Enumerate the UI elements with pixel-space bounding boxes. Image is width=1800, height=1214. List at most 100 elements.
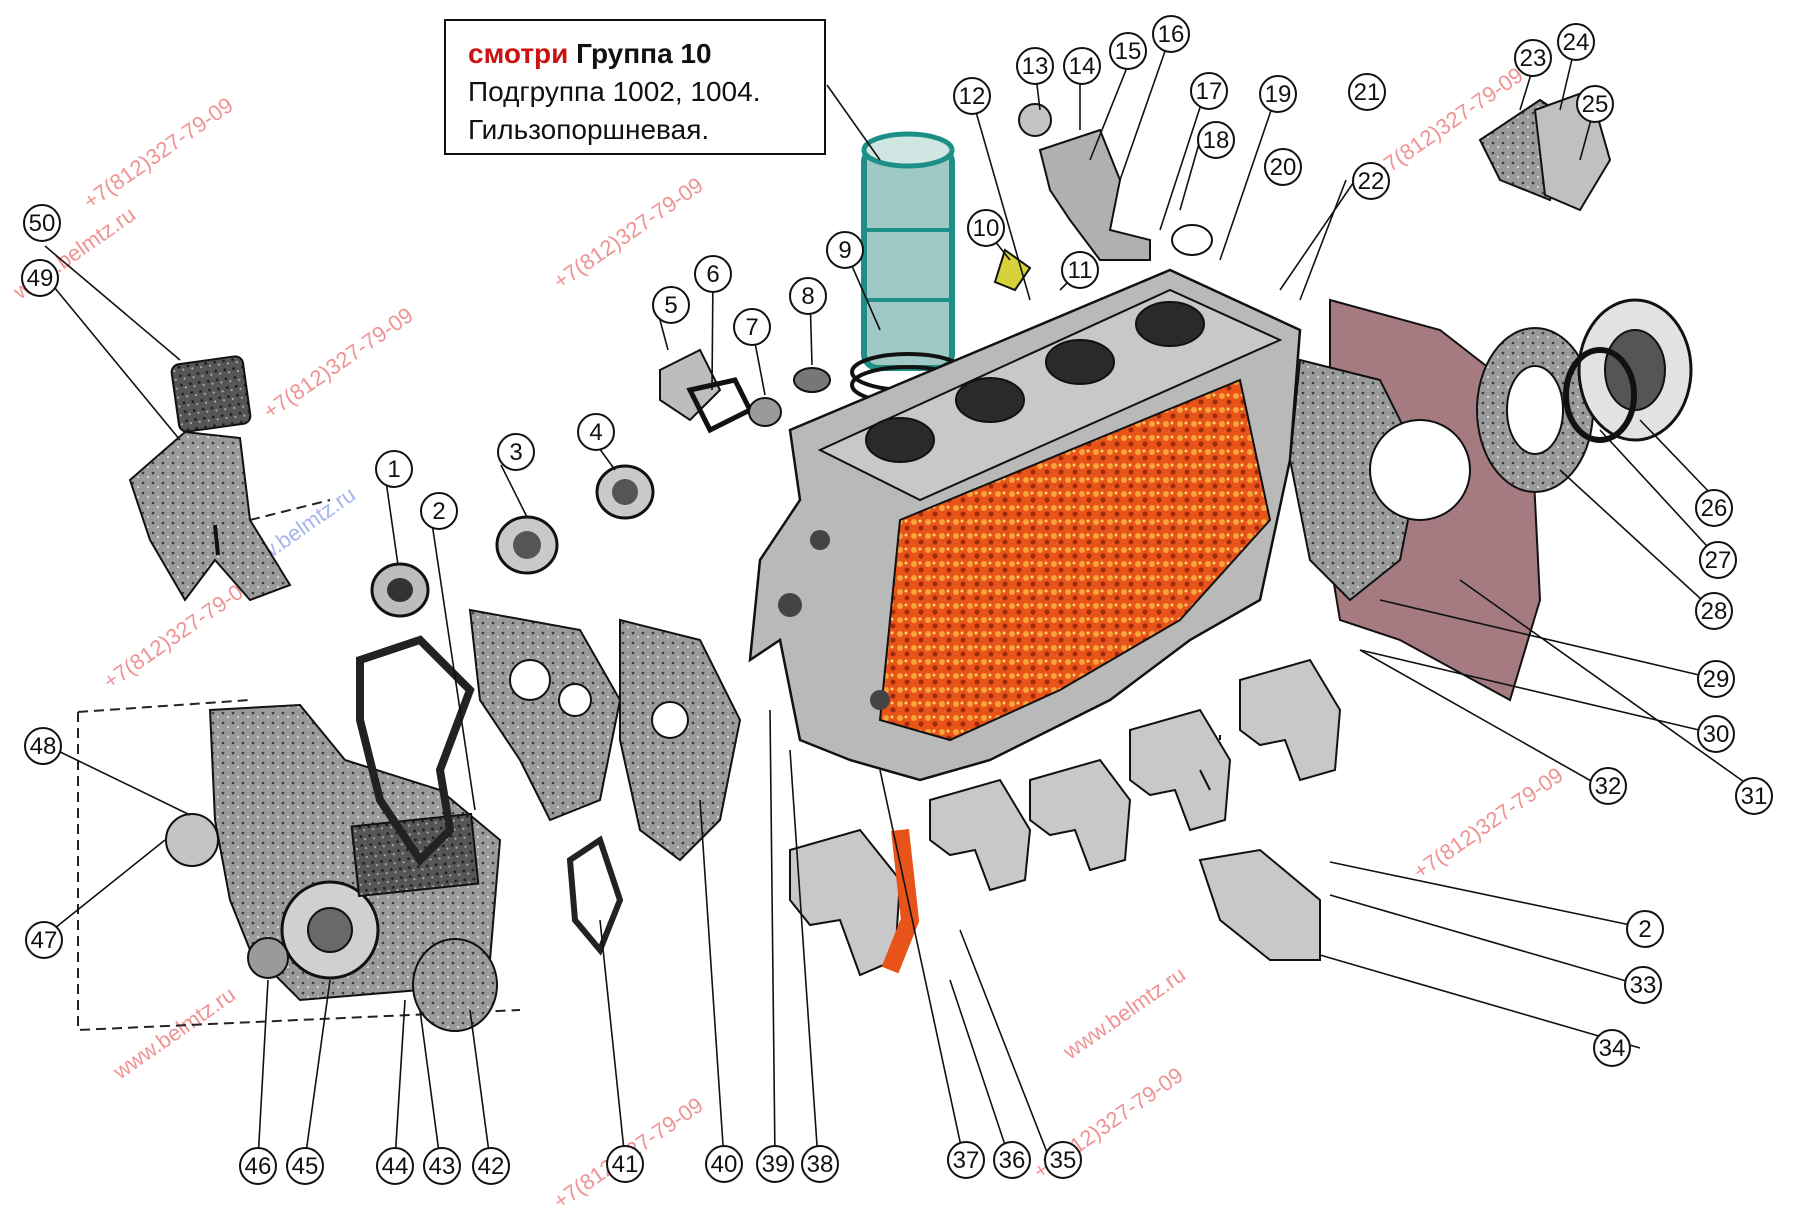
part-number-28[interactable]: 28	[1695, 592, 1733, 630]
svg-text:21: 21	[1354, 79, 1381, 106]
leader-lines	[39, 33, 1755, 1161]
svg-text:19: 19	[1265, 81, 1292, 108]
rear-plate	[1288, 298, 1693, 702]
front-gaskets	[356, 608, 742, 956]
svg-text:23: 23	[1520, 45, 1547, 72]
part-number-14[interactable]: 14	[1063, 47, 1101, 85]
watermark-phone: +7(812)327-79-09	[1409, 762, 1568, 884]
cylinder-liner	[850, 131, 966, 405]
part-number-38[interactable]: 38	[801, 1145, 839, 1183]
part-number-10[interactable]: 10	[967, 209, 1005, 247]
svg-text:2: 2	[1638, 916, 1651, 943]
svg-text:46: 46	[245, 1153, 272, 1180]
part-number-31[interactable]: 31	[1735, 777, 1773, 815]
svg-text:1: 1	[387, 456, 400, 483]
part-number-18[interactable]: 18	[1197, 121, 1235, 159]
part-number-20[interactable]: 20	[1264, 148, 1302, 186]
part-number-46[interactable]: 46	[239, 1147, 277, 1185]
svg-text:6: 6	[706, 261, 719, 288]
part-number-24[interactable]: 24	[1557, 23, 1595, 61]
part-number-48[interactable]: 48	[24, 727, 62, 765]
svg-text:24: 24	[1563, 29, 1590, 56]
part-number-1[interactable]: 1	[375, 450, 413, 488]
part-number-42[interactable]: 42	[472, 1147, 510, 1185]
part-number-26[interactable]: 26	[1695, 489, 1733, 527]
main-bearing-caps	[789, 658, 1342, 977]
part-number-25[interactable]: 25	[1576, 85, 1614, 123]
svg-text:8: 8	[801, 283, 814, 310]
part-number-12[interactable]: 12	[953, 77, 991, 115]
part-number-6[interactable]: 6	[694, 255, 732, 293]
part-number-49[interactable]: 49	[21, 259, 59, 297]
part-number-2[interactable]: 2	[420, 492, 458, 530]
svg-text:4: 4	[589, 419, 602, 446]
part-number-17[interactable]: 17	[1190, 72, 1228, 110]
svg-text:31: 31	[1741, 783, 1768, 810]
svg-text:43: 43	[429, 1153, 456, 1180]
part-number-23[interactable]: 23	[1514, 39, 1552, 77]
part-number-8[interactable]: 8	[789, 277, 827, 315]
svg-text:17: 17	[1196, 78, 1223, 105]
svg-text:37: 37	[953, 1147, 980, 1174]
svg-text:18: 18	[1203, 127, 1230, 154]
bushings	[370, 464, 655, 618]
part-number-9[interactable]: 9	[826, 231, 864, 269]
part-number-34[interactable]: 34	[1593, 1029, 1631, 1067]
part-number-19[interactable]: 19	[1259, 75, 1297, 113]
assembly-dashed-frame	[77, 499, 521, 1032]
svg-text:40: 40	[711, 1151, 738, 1178]
svg-text:30: 30	[1703, 721, 1730, 748]
part-number-11[interactable]: 11	[1061, 251, 1099, 289]
svg-text:35: 35	[1050, 1147, 1077, 1174]
part-number-3[interactable]: 3	[497, 433, 535, 471]
watermark-phone: +7(812)327-79-09	[259, 302, 418, 424]
part-number-33[interactable]: 33	[1624, 966, 1662, 1004]
svg-text:49: 49	[27, 265, 54, 292]
part-number-50[interactable]: 50	[23, 204, 61, 242]
svg-text:38: 38	[807, 1151, 834, 1178]
callout-group[interactable]: Группа 10	[576, 38, 712, 69]
svg-text:15: 15	[1115, 38, 1142, 65]
part-number-39[interactable]: 39	[756, 1145, 794, 1183]
svg-text:33: 33	[1630, 972, 1657, 999]
part-number-13[interactable]: 13	[1016, 47, 1054, 85]
part-number-27[interactable]: 27	[1699, 541, 1737, 579]
part-number-45[interactable]: 45	[286, 1147, 324, 1185]
svg-text:27: 27	[1705, 547, 1732, 574]
part-number-37[interactable]: 37	[947, 1141, 985, 1179]
part-number-41[interactable]: 41	[606, 1145, 644, 1183]
svg-text:29: 29	[1703, 666, 1730, 693]
part-number-36[interactable]: 36	[993, 1141, 1031, 1179]
svg-text:2: 2	[432, 498, 445, 525]
part-number-21[interactable]: 21	[1348, 73, 1386, 111]
callout-line-3: Гильзопоршневая.	[468, 114, 710, 145]
svg-text:41: 41	[612, 1151, 639, 1178]
part-number-7[interactable]: 7	[733, 308, 771, 346]
part-number-4[interactable]: 4	[577, 413, 615, 451]
svg-text:47: 47	[31, 927, 58, 954]
part-number-47[interactable]: 47	[25, 921, 63, 959]
part-number-44[interactable]: 44	[376, 1147, 414, 1185]
part-number-22[interactable]: 22	[1352, 162, 1390, 200]
svg-text:45: 45	[292, 1153, 319, 1180]
part-number-29[interactable]: 29	[1697, 660, 1735, 698]
part-number-32[interactable]: 32	[1589, 767, 1627, 805]
svg-text:12: 12	[959, 83, 986, 110]
svg-text:13: 13	[1022, 53, 1049, 80]
group-reference-callout: смотри Группа 10 Подгруппа 1002, 1004. Г…	[444, 19, 826, 155]
part-number-30[interactable]: 30	[1697, 715, 1735, 753]
svg-text:5: 5	[664, 292, 677, 319]
part-number-43[interactable]: 43	[423, 1147, 461, 1185]
part-number-35[interactable]: 35	[1044, 1141, 1082, 1179]
svg-text:10: 10	[973, 215, 1000, 242]
part-number-5[interactable]: 5	[652, 286, 690, 324]
part-number-2-secondary[interactable]: 2	[1626, 910, 1664, 948]
part-number-40[interactable]: 40	[705, 1145, 743, 1183]
part-number-16[interactable]: 16	[1152, 15, 1190, 53]
part-number-15[interactable]: 15	[1109, 32, 1147, 70]
svg-text:16: 16	[1158, 21, 1185, 48]
watermark-site: www.belmtz.ru	[108, 982, 240, 1085]
svg-text:20: 20	[1270, 154, 1297, 181]
svg-text:39: 39	[762, 1151, 789, 1178]
